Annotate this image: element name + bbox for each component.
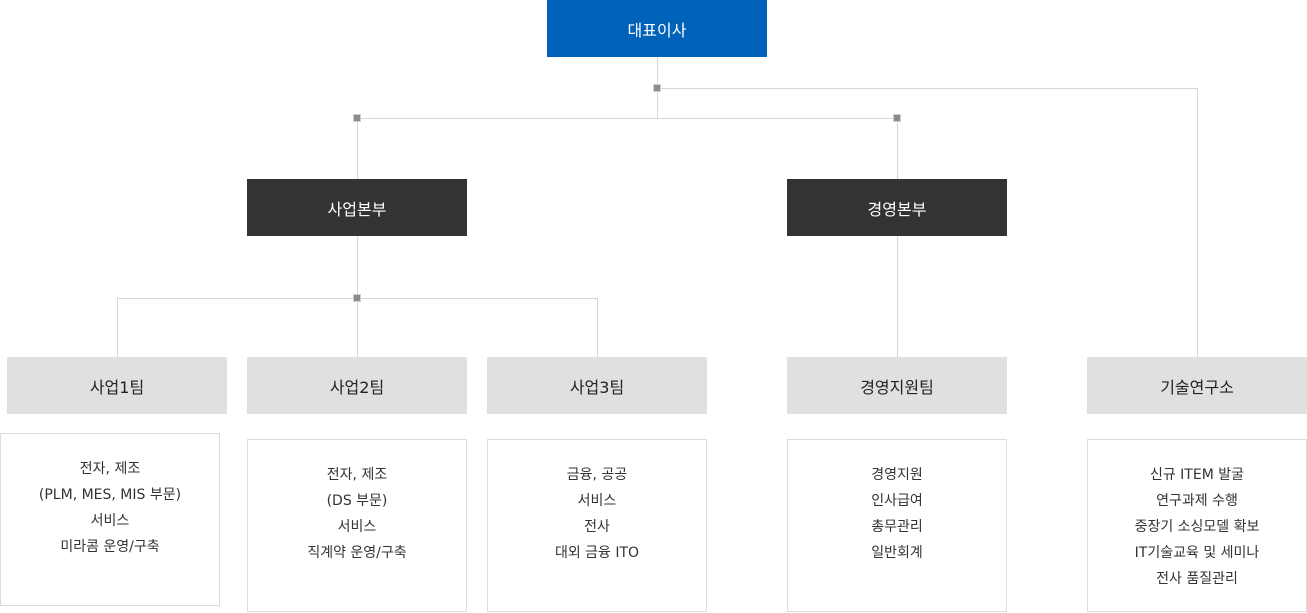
junction-marker-business [352, 113, 362, 123]
business-division-box: 사업본부 [247, 179, 467, 236]
connector-team3-down [597, 298, 598, 357]
description-list: 전자, 제조 (PLM, MES, MIS 부문) 서비스 미라콤 운영/구축 [39, 456, 181, 560]
connector-top-horizontal [357, 118, 898, 119]
list-item: 경영지원 [871, 467, 923, 483]
description-list: 금융, 공공 서비스 전사 대외 금융 ITO [555, 462, 639, 566]
list-item: 연구과제 수행 [1156, 493, 1238, 509]
list-item: 전자, 제조 [79, 461, 141, 477]
list-item: 전사 품질관리 [1156, 571, 1238, 587]
connector-team2-down [357, 298, 358, 357]
team-box-1: 사업1팀 [7, 357, 227, 414]
list-item: 총무관리 [871, 519, 923, 535]
list-item: 직계약 운영/구축 [307, 545, 407, 561]
team-description-3: 금융, 공공 서비스 전사 대외 금융 ITO [487, 439, 707, 612]
ceo-box: 대표이사 [547, 0, 767, 57]
team-label: 사업2팀 [329, 377, 385, 397]
description-list: 경영지원 인사급여 총무관리 일반회계 [871, 462, 923, 566]
management-division-label: 경영본부 [867, 199, 927, 219]
team-label: 사업3팀 [569, 377, 625, 397]
team-description-2: 전자, 제조 (DS 부문) 서비스 직계약 운영/구축 [247, 439, 467, 612]
list-item: 전자, 제조 [326, 467, 388, 483]
team-label: 사업1팀 [89, 377, 145, 397]
team-label: 경영지원팀 [860, 377, 934, 397]
team-description-management: 경영지원 인사급여 총무관리 일반회계 [787, 439, 1007, 612]
team-box-management: 경영지원팀 [787, 357, 1007, 414]
team-label: 기술연구소 [1160, 377, 1234, 397]
junction-marker-teams [352, 293, 362, 303]
list-item: 금융, 공공 [566, 467, 628, 483]
list-item: 서비스 [337, 519, 377, 535]
list-item: 서비스 [90, 513, 130, 529]
connector-management-to-team [897, 236, 898, 357]
team-box-3: 사업3팀 [487, 357, 707, 414]
list-item: IT기술교육 및 세미나 [1134, 545, 1260, 561]
connector-business-to-teams [357, 236, 358, 298]
list-item: 미라콤 운영/구축 [60, 539, 160, 555]
list-item: 일반회계 [871, 545, 923, 561]
description-list: 전자, 제조 (DS 부문) 서비스 직계약 운영/구축 [307, 462, 406, 566]
team-description-lab: 신규 ITEM 발굴 연구과제 수행 중장기 소싱모델 확보 IT기술교육 및 … [1087, 439, 1307, 612]
list-item: 신규 ITEM 발굴 [1149, 467, 1244, 483]
connector-lab-horizontal [657, 88, 1198, 89]
connector-business-down [357, 118, 358, 179]
management-division-box: 경영본부 [787, 179, 1007, 236]
list-item: 인사급여 [871, 493, 923, 509]
list-item: (DS 부문) [326, 493, 388, 509]
business-division-label: 사업본부 [327, 199, 387, 219]
list-item: 대외 금융 ITO [554, 545, 640, 561]
list-item: 중장기 소싱모델 확보 [1134, 519, 1260, 535]
connector-management-down [897, 118, 898, 179]
junction-marker-management [892, 113, 902, 123]
list-item: (PLM, MES, MIS 부문) [38, 487, 182, 503]
connector-lab-down [1197, 88, 1198, 357]
ceo-label: 대표이사 [627, 20, 687, 40]
junction-marker-ceo [652, 83, 662, 93]
list-item: 서비스 [577, 493, 617, 509]
team-box-2: 사업2팀 [247, 357, 467, 414]
description-list: 신규 ITEM 발굴 연구과제 수행 중장기 소싱모델 확보 IT기술교육 및 … [1135, 462, 1260, 592]
list-item: 전사 [584, 519, 610, 535]
team-description-1: 전자, 제조 (PLM, MES, MIS 부문) 서비스 미라콤 운영/구축 [0, 433, 220, 606]
team-box-lab: 기술연구소 [1087, 357, 1307, 414]
connector-team1-down [117, 298, 118, 357]
